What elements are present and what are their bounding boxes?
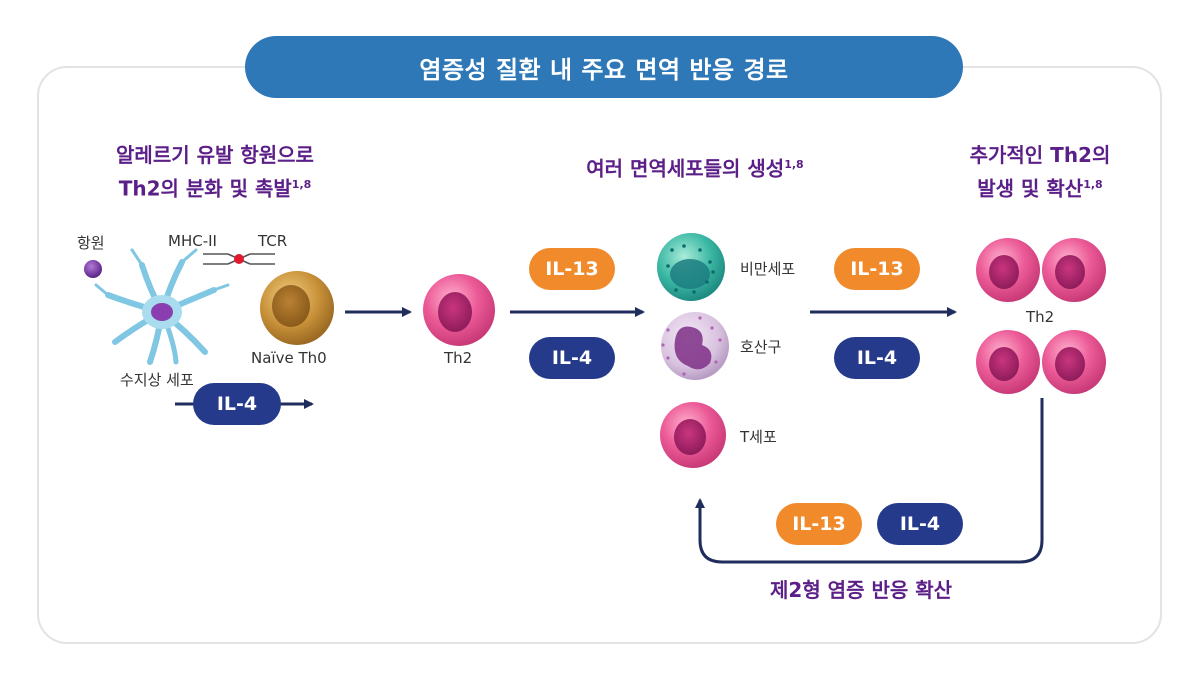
label-eosinophil: 호산구 xyxy=(740,338,782,356)
label-th2-right: Th2 xyxy=(1026,308,1055,326)
heading-middle-ref: 1,8 xyxy=(784,158,804,171)
dendritic-cell-nucleus xyxy=(151,303,173,321)
label-antigen: 항원 xyxy=(77,234,105,252)
heading-left: 알레르기 유발 항원으로 Th2의 분화 및 촉발1,8 xyxy=(70,140,360,204)
cytokine-il13-bottom: IL-13 xyxy=(776,503,862,545)
heading-right-line2-wrap: 발생 및 확산1,8 xyxy=(935,170,1145,204)
cytokine-il13-middle: IL-13 xyxy=(529,248,615,290)
feedback-loop-label: 제2형 염증 반응 확산 xyxy=(770,578,953,602)
heading-middle-text: 여러 면역세포들의 생성 xyxy=(586,156,785,181)
antigen-icon xyxy=(84,260,102,278)
eosinophil-granules xyxy=(661,316,722,376)
heading-right-ref: 1,8 xyxy=(1083,178,1103,191)
cytokine-il13-right: IL-13 xyxy=(834,248,920,290)
heading-left-ref: 1,8 xyxy=(291,178,312,191)
label-dendritic-cell: 수지상 세포 xyxy=(120,371,194,389)
label-mast-cell: 비만세포 xyxy=(740,260,796,278)
cytokine-il4-middle: IL-4 xyxy=(529,337,615,379)
heading-right: 추가적인 Th2의 발생 및 확산1,8 xyxy=(935,140,1145,204)
cytokine-il4-left: IL-4 xyxy=(193,383,281,425)
feedback-loop-arrow xyxy=(695,398,1044,564)
mast-cell-granules xyxy=(666,244,715,294)
label-naive-th0: Naïve Th0 xyxy=(251,349,327,367)
mhc-antigen-dot xyxy=(234,254,244,264)
cytokine-il4-bottom: IL-4 xyxy=(877,503,963,545)
label-tcr: TCR xyxy=(258,232,288,250)
heading-left-line2-wrap: Th2의 분화 및 촉발1,8 xyxy=(70,170,360,204)
label-t-cell: T세포 xyxy=(740,428,777,446)
heading-middle: 여러 면역세포들의 생성1,8 xyxy=(560,150,830,184)
heading-right-line1: 추가적인 Th2의 xyxy=(969,143,1111,167)
heading-left-line2: Th2의 분화 및 촉발 xyxy=(118,176,292,201)
mast-cell-nucleus xyxy=(670,259,710,289)
eosinophil-nucleus xyxy=(674,326,712,370)
th2-cluster-icon xyxy=(976,238,1106,394)
label-th2-middle: Th2 xyxy=(444,349,473,367)
diagram-title: 염증성 질환 내 주요 면역 반응 경로 xyxy=(245,36,963,98)
cytokine-il4-right: IL-4 xyxy=(834,337,920,379)
naive-th0-nucleus xyxy=(272,285,310,327)
label-mhc: MHC-II xyxy=(168,232,217,250)
t-cell-nucleus xyxy=(674,419,706,455)
heading-right-line2: 발생 및 확산 xyxy=(977,176,1084,201)
th2-cell-nucleus xyxy=(438,292,472,332)
heading-left-line1: 알레르기 유발 항원으로 xyxy=(116,143,314,167)
